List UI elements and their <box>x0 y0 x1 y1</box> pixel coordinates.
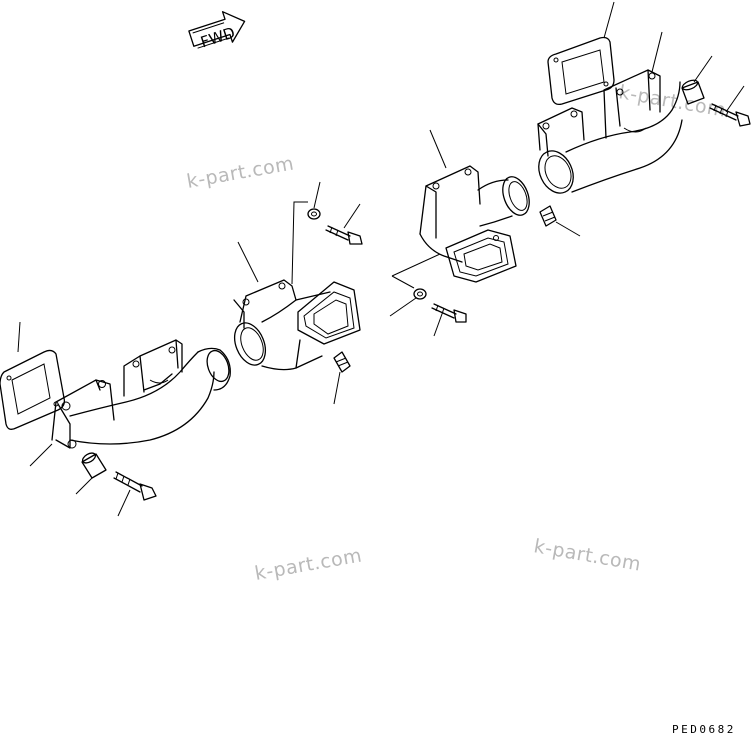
leader-line <box>75 477 93 495</box>
fwd-label: FWD <box>198 23 237 51</box>
exhaust-manifold-center-left <box>233 279 361 371</box>
leader-line <box>29 443 53 467</box>
spacer-sleeve-left <box>81 452 107 479</box>
leader-line <box>433 313 443 337</box>
fwd-arrow-icon <box>188 11 246 49</box>
nut-center-left <box>307 208 321 220</box>
leader-bracket <box>391 253 441 289</box>
leader-line <box>117 489 131 517</box>
leader-line <box>429 129 447 169</box>
spacer-sleeve-right <box>681 79 705 105</box>
exhaust-manifold-left <box>51 339 231 449</box>
leader-line <box>693 55 713 83</box>
nut-center-right <box>413 288 427 300</box>
exhaust-manifold-right <box>537 69 683 194</box>
exhaust-manifold-center-right <box>419 165 530 283</box>
bolt-center-right <box>431 303 467 323</box>
bolt-right <box>709 103 751 127</box>
leader-line <box>333 371 341 405</box>
watermark: k-part.com <box>253 544 364 584</box>
drawing-code: PED0682 <box>672 723 736 736</box>
leader-line <box>313 181 321 209</box>
leader-line <box>651 31 663 73</box>
leader-line <box>17 321 21 353</box>
leader-line <box>343 203 361 229</box>
gasket-right <box>547 36 615 106</box>
bolt-left <box>113 471 157 501</box>
leader-line <box>555 221 581 237</box>
leader-line <box>603 1 615 39</box>
leader-line <box>237 241 259 283</box>
leader-line <box>725 85 745 113</box>
gasket-left <box>0 349 66 430</box>
plug-fitting-center-left <box>333 351 351 373</box>
bolt-center-left <box>325 225 363 245</box>
watermark: k-part.com <box>185 152 296 192</box>
watermark: k-part.com <box>617 81 728 121</box>
plug-fitting-center-right <box>539 205 557 227</box>
leader-line <box>389 297 417 317</box>
leader-bracket <box>291 201 308 285</box>
watermark: k-part.com <box>532 535 643 575</box>
